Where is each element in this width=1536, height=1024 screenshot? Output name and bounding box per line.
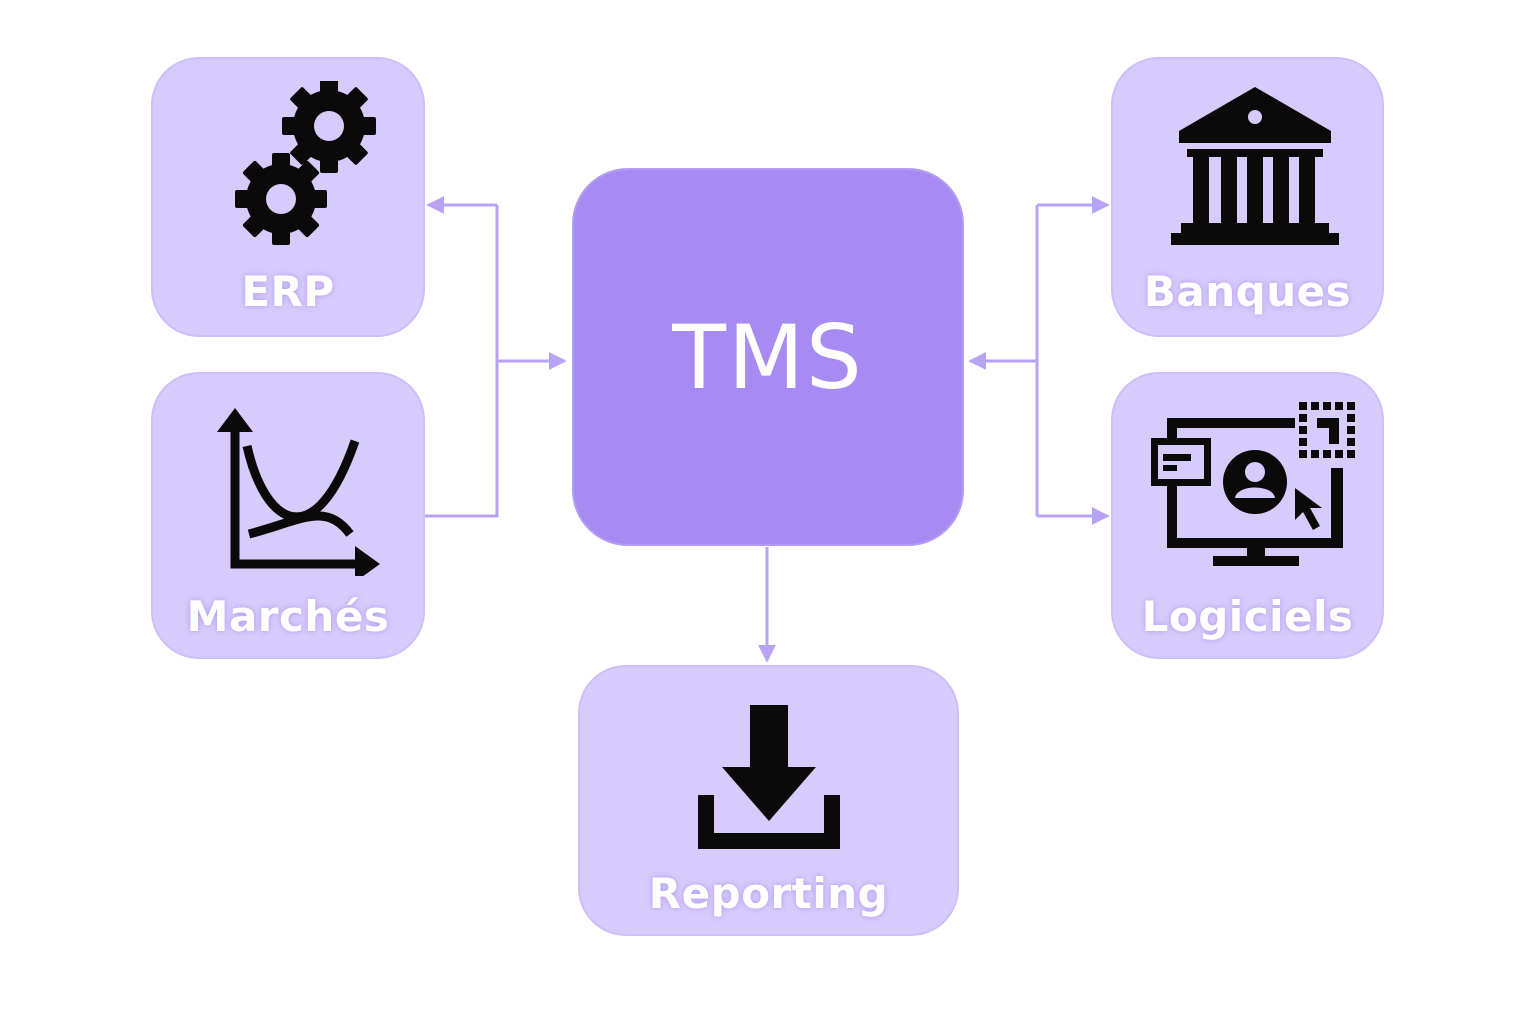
node-logiciels: Logiciels [1111, 372, 1384, 659]
node-erp-label: ERP [241, 267, 335, 316]
node-erp: ERP [151, 57, 425, 337]
node-banques-label: Banques [1143, 267, 1352, 316]
node-logiciels-label: Logiciels [1141, 592, 1354, 641]
gears-icon [235, 81, 376, 245]
node-marches-label: Marchés [186, 592, 390, 641]
node-tms: TMS [572, 168, 964, 546]
node-reporting-label: Reporting [648, 869, 889, 918]
node-tms-label: TMS [672, 305, 864, 409]
node-reporting: Reporting [578, 665, 959, 936]
connector-marches [425, 205, 499, 518]
bank-icon [1171, 87, 1339, 245]
download-icon [698, 705, 840, 849]
node-marches: Marchés [151, 372, 425, 659]
node-banques: Banques [1111, 57, 1384, 337]
software-monitor-icon [1151, 402, 1355, 566]
market-curves-icon [217, 408, 380, 576]
